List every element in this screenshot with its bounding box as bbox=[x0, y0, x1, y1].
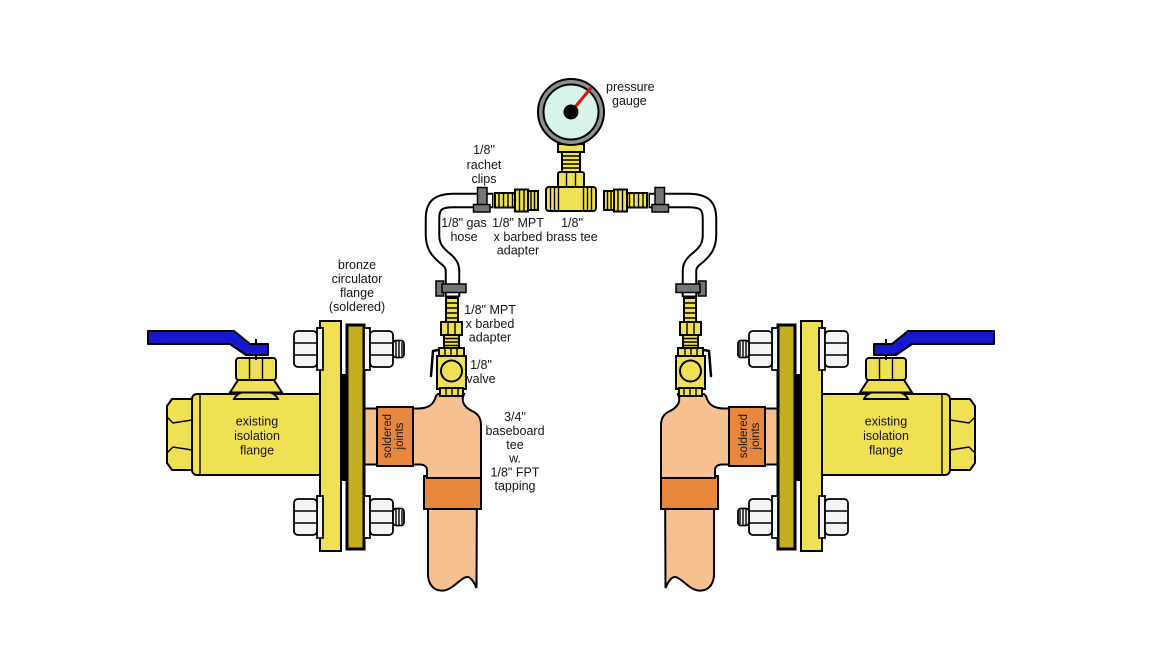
label-baseboard-tee: baseboard bbox=[485, 424, 544, 438]
gauge-hub bbox=[563, 104, 579, 120]
tee-side-adapter bbox=[494, 188, 539, 213]
test-valve-ball bbox=[440, 359, 463, 383]
barb-ridges bbox=[498, 193, 514, 208]
barb-ridges bbox=[446, 302, 458, 319]
collar-ridges-bottom bbox=[445, 388, 459, 396]
baseboard-tee-assembly bbox=[363, 393, 482, 592]
label-baseboard-tee: 1/8" FPT bbox=[491, 466, 540, 480]
stub-threads bbox=[395, 509, 403, 525]
nut-facets-right bbox=[370, 342, 393, 356]
bolt-nut-left bbox=[293, 498, 318, 536]
tee-collar-ridges bbox=[549, 187, 593, 211]
label-soldered-joints-left: joints bbox=[394, 422, 406, 450]
gauge-tee-assembly bbox=[537, 78, 605, 212]
label-gas-hose: hose bbox=[450, 230, 477, 244]
isolation-flange-plate bbox=[319, 320, 342, 552]
hex-cap-facets bbox=[166, 416, 193, 454]
barbed-adapter-horizontal bbox=[494, 192, 516, 209]
bonnet-flare bbox=[228, 379, 284, 394]
right-assembly bbox=[604, 188, 994, 591]
label-circulator-flange: bronze bbox=[338, 258, 376, 272]
adapter-threads bbox=[527, 190, 539, 211]
label-mpt-adapter-upper: 1/8" MPT bbox=[492, 216, 544, 230]
adapter-nut-facets bbox=[518, 189, 525, 212]
label-rachet-clips: rachet bbox=[467, 158, 502, 172]
bolt-nut-left bbox=[293, 330, 318, 368]
label-rachet-clips: 1/8" bbox=[473, 143, 495, 157]
test-valve-chain bbox=[429, 297, 467, 397]
left-assembly bbox=[147, 186, 539, 592]
label-rachet-clips: clips bbox=[471, 172, 496, 186]
label-circulator-flange: flange bbox=[340, 286, 374, 300]
label-baseboard-tee: tapping bbox=[494, 479, 535, 493]
flange-gasket bbox=[341, 374, 347, 481]
gas-hose bbox=[426, 194, 492, 296]
flange-plates bbox=[319, 320, 366, 552]
nut-facets-right bbox=[370, 510, 393, 524]
adapter-nut bbox=[440, 321, 463, 336]
gas-hose-assembly bbox=[424, 186, 494, 297]
rachet-clip-top-foot bbox=[472, 203, 491, 213]
thread-lines bbox=[530, 191, 536, 210]
flange-bolt-top bbox=[293, 327, 405, 371]
label-brass-tee: brass tee bbox=[546, 230, 597, 244]
test-valve-lever[interactable] bbox=[429, 348, 440, 378]
rachet-clip-bottom bbox=[441, 283, 467, 294]
collar-ridges-top bbox=[444, 348, 458, 356]
label-baseboard-tee: 3/4" bbox=[504, 410, 526, 424]
label-baseboard-tee: w. bbox=[508, 452, 521, 466]
adapter-nut bbox=[514, 188, 529, 213]
label-isolation-flange-right: flange bbox=[869, 444, 903, 458]
label-test-valve: valve bbox=[466, 372, 495, 386]
label-soldered-joints-right: soldered bbox=[738, 414, 750, 458]
ball-valve-handle[interactable] bbox=[147, 330, 269, 356]
label-mpt-adapter-lower: x barbed bbox=[466, 317, 515, 331]
stem-thread-lines bbox=[562, 155, 580, 169]
pipe-coupling bbox=[423, 475, 482, 510]
nut-facets-left bbox=[294, 342, 317, 356]
nut-facets-left bbox=[294, 510, 317, 524]
label-isolation-flange-left: isolation bbox=[234, 429, 280, 443]
label-soldered-joints-right: joints bbox=[750, 422, 762, 450]
label-isolation-flange-left: flange bbox=[240, 444, 274, 458]
barbed-adapter-vertical bbox=[445, 297, 459, 324]
soldered-joint-band bbox=[376, 406, 414, 467]
label-soldered-joints-left: soldered bbox=[382, 414, 394, 458]
label-brass-tee: 1/8" bbox=[561, 216, 583, 230]
label-pressure-gauge: pressure bbox=[606, 80, 655, 94]
flange-bolt-bottom bbox=[293, 495, 405, 539]
label-mpt-adapter-upper: x barbed bbox=[494, 230, 543, 244]
bonnet-hex-nut bbox=[235, 357, 277, 381]
label-mpt-adapter-lower: 1/8" MPT bbox=[464, 303, 516, 317]
rachet-clip-top bbox=[476, 186, 488, 208]
label-mpt-adapter-lower: adapter bbox=[469, 331, 511, 345]
labels-layer: pressure gauge 1/8" rachet clips 1/8" ga… bbox=[234, 80, 909, 493]
label-circulator-flange: (soldered) bbox=[329, 300, 385, 314]
bonnet-nut-facets bbox=[248, 358, 264, 380]
label-isolation-flange-right: existing bbox=[865, 415, 907, 429]
label-gas-hose: 1/8" gas bbox=[441, 216, 486, 230]
label-isolation-flange-left: existing bbox=[236, 415, 278, 429]
adapter-nut-facets bbox=[447, 322, 456, 335]
label-isolation-flange-right: isolation bbox=[863, 429, 909, 443]
bolt-nut-right bbox=[369, 498, 394, 536]
bolt-nut-right bbox=[369, 330, 394, 368]
label-test-valve: 1/8" bbox=[470, 358, 492, 372]
stub-threads bbox=[395, 341, 403, 357]
thread-lines bbox=[444, 337, 459, 347]
brass-tee-body bbox=[545, 186, 597, 212]
valve-hex-cap bbox=[166, 398, 193, 471]
tee-top-nut bbox=[557, 171, 585, 189]
gauge-stem-threads bbox=[561, 151, 581, 173]
label-circulator-flange: circulator bbox=[332, 272, 383, 286]
label-pressure-gauge: gauge bbox=[612, 94, 647, 108]
label-mpt-adapter-upper: adapter bbox=[497, 244, 539, 258]
circulator-flange-plate bbox=[345, 323, 366, 551]
isolation-flange-valve bbox=[147, 330, 333, 476]
tee-nut-facets bbox=[565, 172, 577, 188]
label-baseboard-tee: tee bbox=[506, 438, 523, 452]
